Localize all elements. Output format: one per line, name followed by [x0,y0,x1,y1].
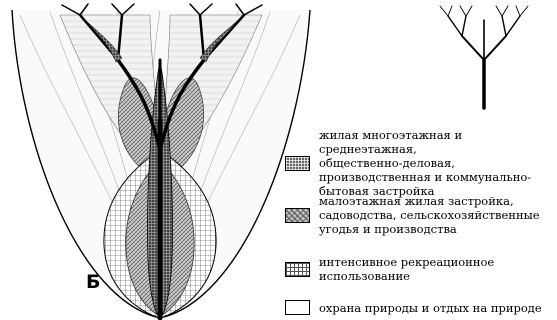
urban-tree-zoning-diagram [0,0,330,320]
legend-swatch-grid [285,262,310,277]
panel-letter: Б [86,271,100,293]
legend-swatch-empty [285,300,310,315]
legend-item-nature: охрана природы и отдых на природе [285,300,542,315]
legend-swatch-hatch [285,208,310,223]
legend-swatch-dense [285,156,310,171]
legend-item-recreation: интенсивное рекреационное использование [285,255,494,283]
legend-item-high-density: жилая многоэтажная и среднеэтажная, обще… [285,128,557,198]
legend-label: охрана природы и отдых на природе [319,301,542,315]
legend-label: интенсивное рекреационное использование [319,255,494,283]
legend-label: жилая многоэтажная и среднеэтажная, обще… [319,128,557,198]
legend-label: малоэтажная жилая застройка, садоводства… [319,194,540,236]
tree-icon [426,0,546,110]
legend-item-low-rise: малоэтажная жилая застройка, садоводства… [285,194,540,236]
